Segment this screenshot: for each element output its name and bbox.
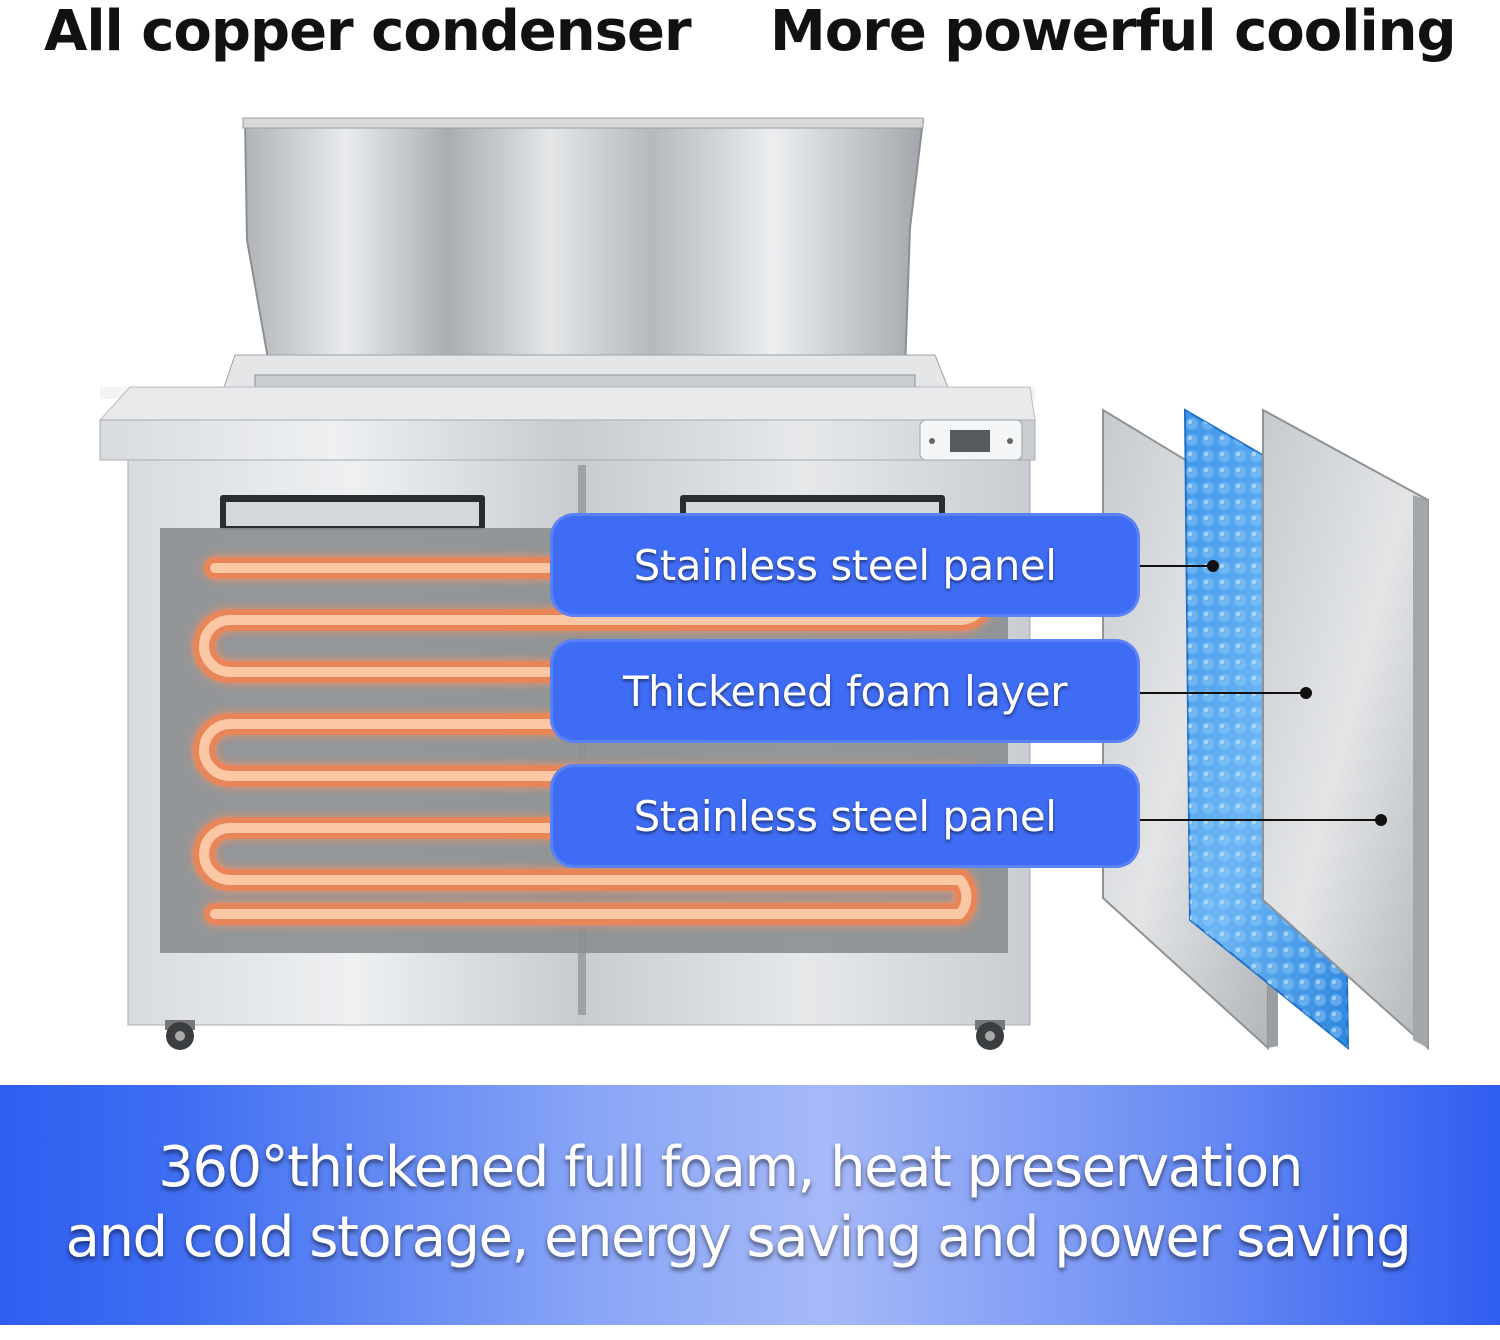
layer-panels bbox=[1102, 408, 1429, 1051]
open-lid bbox=[242, 117, 925, 371]
callout-label: Stainless steel panel bbox=[633, 540, 1057, 590]
copper-coil bbox=[193, 557, 997, 925]
callout-stainless-steel-panel-inner: Stainless steel panel bbox=[550, 764, 1140, 868]
feature-banner bbox=[0, 1085, 1500, 1325]
callout-label: Stainless steel panel bbox=[633, 791, 1057, 841]
callout-label: Thickened foam layer bbox=[622, 666, 1068, 716]
control-panel-icon bbox=[919, 419, 1023, 461]
callout-leaders bbox=[1140, 560, 1387, 826]
headline-right: More powerful cooling bbox=[770, 0, 1457, 64]
banner-line-2: and cold storage, energy saving and powe… bbox=[65, 1205, 1412, 1270]
caster-wheel-icon bbox=[165, 1020, 1005, 1050]
callout-thickened-foam-layer: Thickened foam layer bbox=[550, 639, 1140, 743]
callout-stainless-steel-panel-outer: Stainless steel panel bbox=[550, 513, 1140, 617]
banner-line-1: 360°thickened full foam, heat preservati… bbox=[158, 1135, 1303, 1200]
headline-left: All copper condenser bbox=[44, 0, 692, 64]
